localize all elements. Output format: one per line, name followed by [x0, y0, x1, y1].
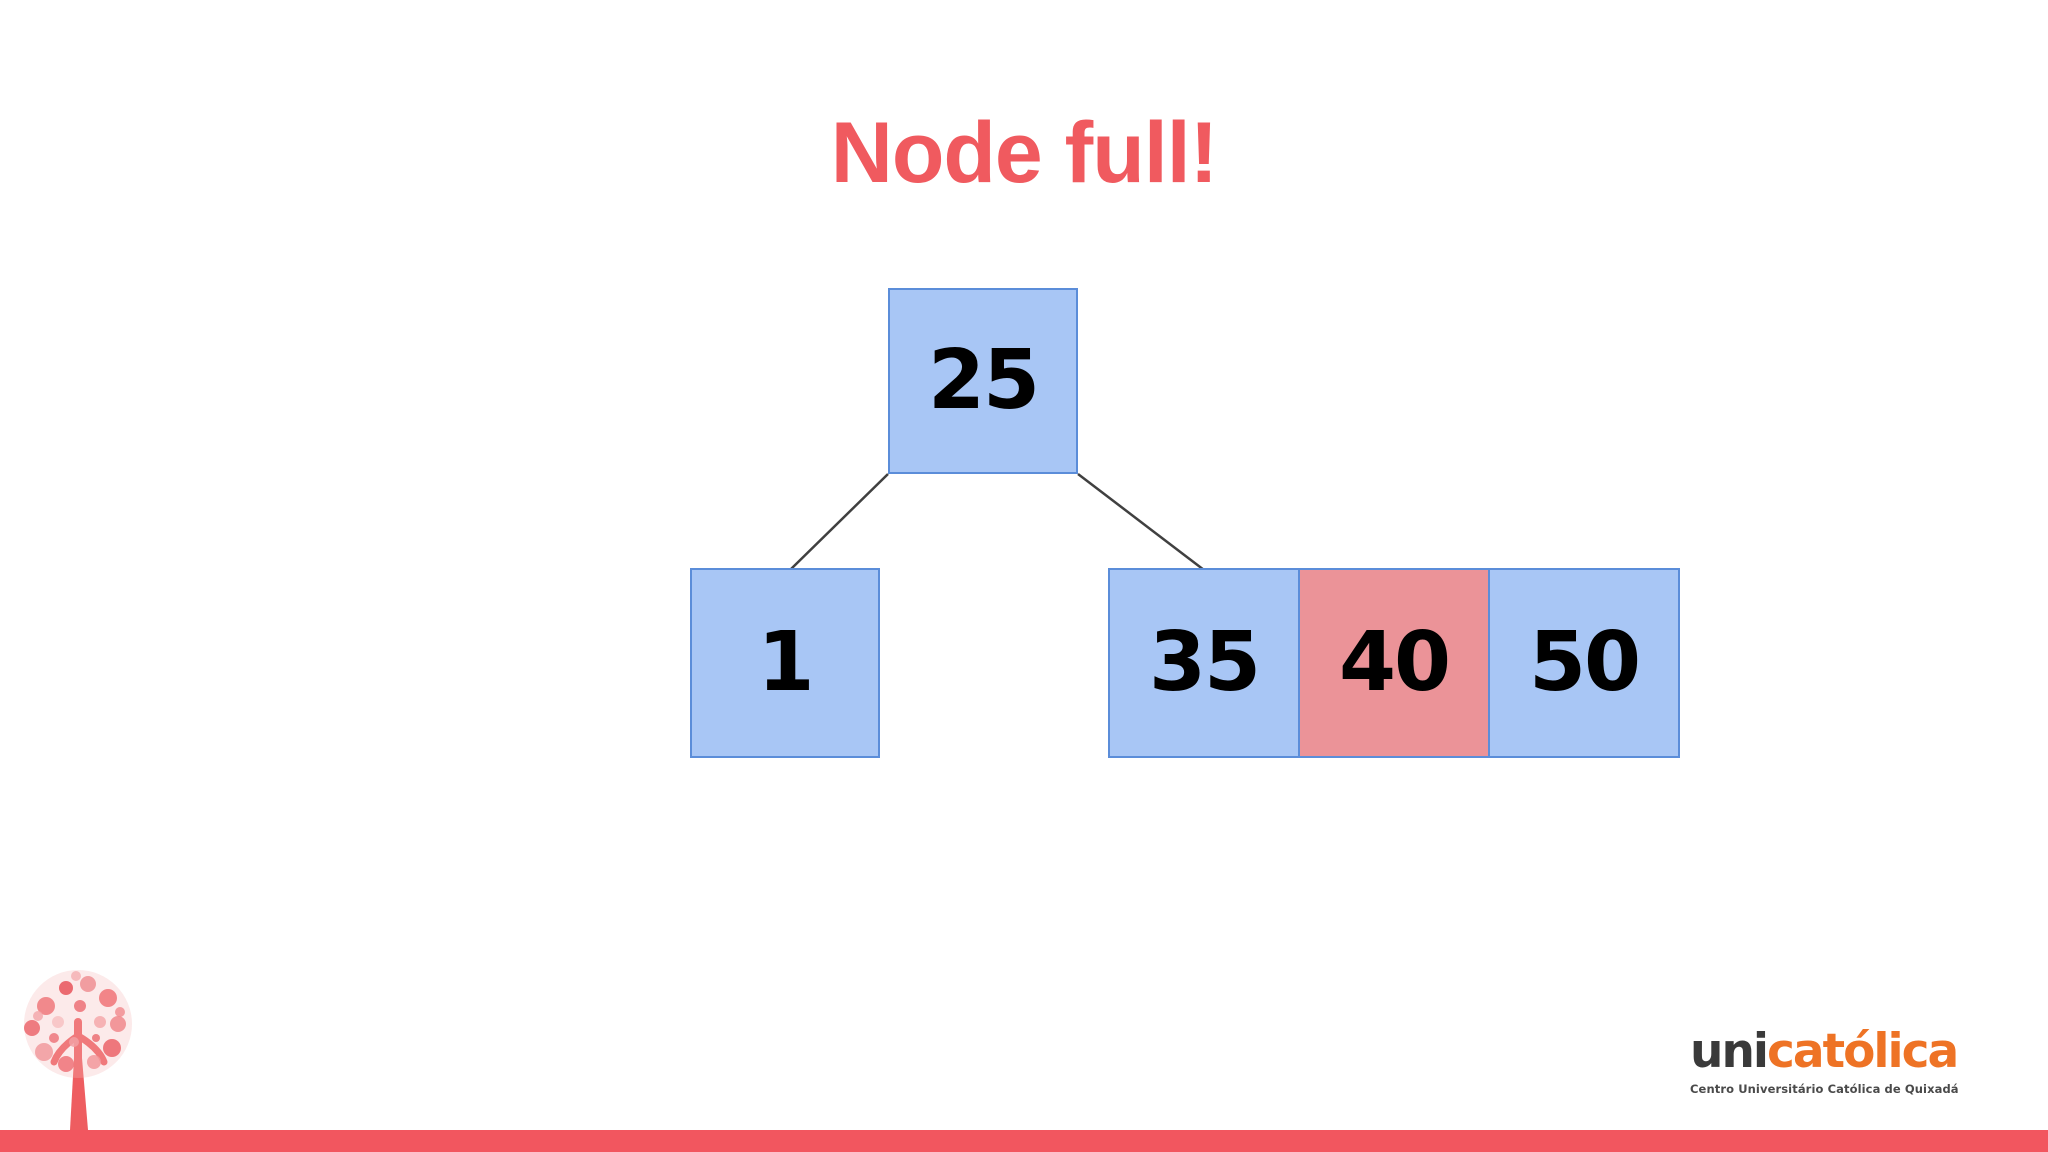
- edge-root-to-left-child: [789, 473, 889, 571]
- edge-root-to-right-child: [1077, 473, 1205, 571]
- tree-node-cell[interactable]: 50: [1488, 568, 1680, 758]
- wordmark-suffix: católica: [1767, 1024, 1959, 1079]
- tree-node-root[interactable]: 25: [888, 288, 1078, 474]
- tree-node-cell[interactable]: 1: [690, 568, 880, 758]
- footer-accent-bar: [0, 1130, 2048, 1152]
- tree-node-cell[interactable]: 25: [888, 288, 1078, 474]
- page-title: Node full!: [830, 105, 1219, 201]
- unicatolica-wordmark: unicatólica: [1690, 1028, 1960, 1075]
- unicatolica-subtitle: Centro Universitário Católica de Quixadá: [1690, 1082, 1959, 1096]
- tree-node-right-child[interactable]: 35 40 50: [1108, 568, 1680, 758]
- wordmark-prefix: uni: [1690, 1024, 1769, 1079]
- tree-node-left-child[interactable]: 1: [690, 568, 880, 758]
- tree-node-cell[interactable]: 35: [1108, 568, 1300, 758]
- tree-logo-icon: [24, 970, 132, 1130]
- unicatolica-logo: unicatólica Centro Universitário Católic…: [1690, 1028, 1960, 1106]
- tree-node-cell-highlighted[interactable]: 40: [1298, 568, 1490, 758]
